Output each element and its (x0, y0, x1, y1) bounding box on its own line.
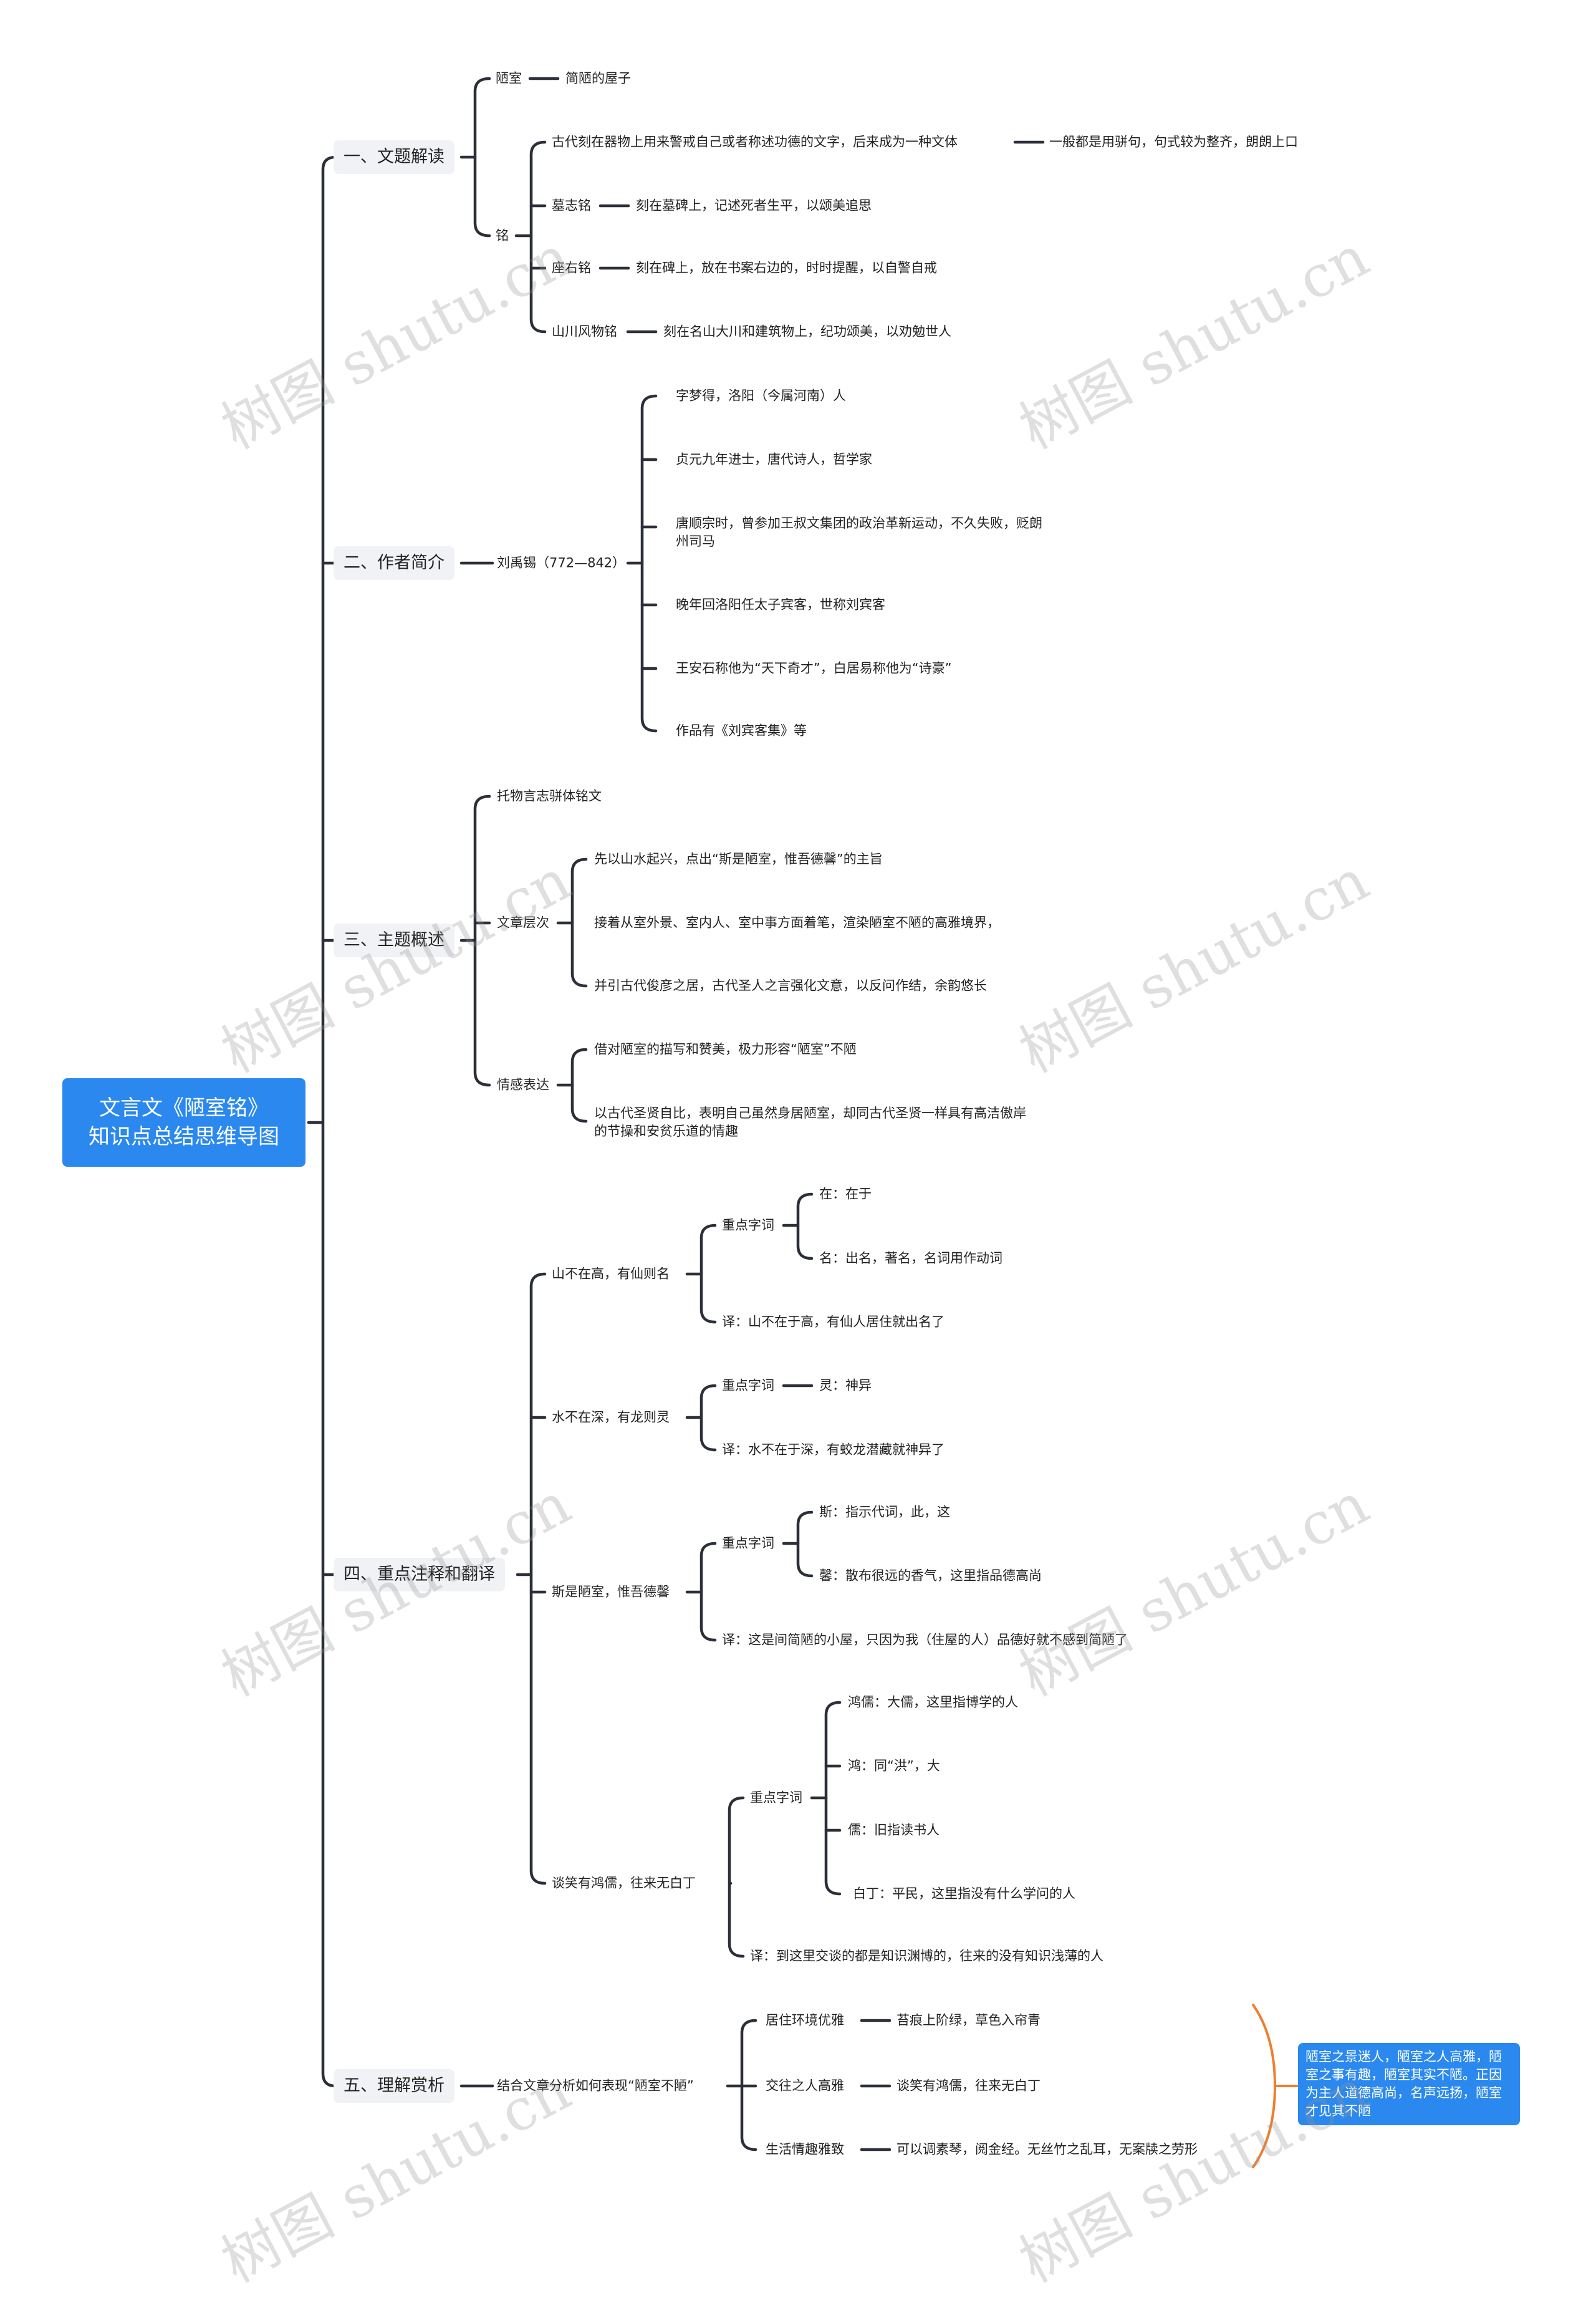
node-author-6[interactable]: 作品有《刘宾客集》等 (676, 723, 807, 738)
node-shanchuan-def[interactable]: 刻在名山大川和建筑物上，纪功颂美，以劝勉世人 (663, 324, 951, 339)
node-point-3[interactable]: 生活情趣雅致 (766, 2141, 844, 2157)
node-question[interactable]: 结合文章分析如何表现“陋室不陋” (497, 2078, 694, 2093)
node-muzhiming[interactable]: 墓志铭 (552, 198, 591, 213)
node-ming-origin-note[interactable]: 一般都是用骈句，句式较为整齐，朗朗上口 (1049, 134, 1298, 150)
root-title-line1: 文言文《陋室铭》 (99, 1096, 269, 1121)
node-genre[interactable]: 托物言志骈体铭文 (497, 788, 602, 804)
node-emotion-2[interactable]: 以古代圣贤自比，表明自己虽然身居陋室，却同古代圣贤一样具有高洁傲岸的节操和安贫乐… (594, 1106, 1026, 1139)
node-q4-word-3[interactable]: 儒：旧指读书人 (848, 1822, 940, 1838)
node-q2[interactable]: 水不在深，有龙则灵 (552, 1409, 670, 1425)
node-point-3-example[interactable]: 可以调素琴，阅金经。无丝竹之乱耳，无案牍之劳形 (897, 2141, 1198, 2157)
node-author-1[interactable]: 字梦得，洛阳（今属河南）人 (676, 388, 846, 403)
topic-title-author[interactable]: 二、作者简介 (334, 546, 454, 580)
node-ming[interactable]: 铭 (496, 228, 509, 243)
node-q1-translation[interactable]: 译：山不在于高，有仙人居住就出名了 (722, 1314, 945, 1330)
node-q4[interactable]: 谈笑有鸿儒，往来无白丁 (552, 1875, 696, 1891)
node-zuoyouming[interactable]: 座右铭 (552, 260, 591, 276)
node-author-5[interactable]: 王安石称他为“天下奇才”，白居易称他为“诗豪” (676, 660, 952, 676)
node-q4-word-1[interactable]: 鸿儒：大儒，这里指博学的人 (848, 1694, 1018, 1710)
node-q2-translation[interactable]: 译：水不在于深，有蛟龙潜藏就神异了 (722, 1442, 945, 1457)
node-zuoyouming-def[interactable]: 刻在碑上，放在书案右边的，时时提醒，以自警自戒 (636, 260, 937, 276)
node-point-1-example[interactable]: 苔痕上阶绿，草色入帘青 (897, 2012, 1041, 2028)
node-q1-key[interactable]: 重点字词 (722, 1217, 774, 1233)
node-author-3[interactable]: 唐顺宗时，曾参加王叔文集团的政治革新运动，不久失败，贬朗州司马 (676, 516, 1042, 549)
topic-title-theme[interactable]: 三、主题概述 (334, 924, 454, 957)
topic-title-interpretation[interactable]: 一、文题解读 (334, 140, 454, 174)
root-title-line2: 知识点总结思维导图 (89, 1124, 279, 1149)
node-lou-def[interactable]: 简陋的屋子 (565, 70, 631, 86)
summary-callout[interactable]: 陋室之景迷人，陋室之人高雅，陋室之事有趣，陋室其实不陋。正因为主人道德高尚，名声… (1298, 2043, 1520, 2125)
topic-title-appreciation[interactable]: 五、理解赏析 (334, 2069, 454, 2103)
root-topic[interactable]: 文言文《陋室铭》 知识点总结思维导图 (62, 1078, 305, 1167)
node-point-1[interactable]: 居住环境优雅 (766, 2012, 844, 2028)
node-q4-key[interactable]: 重点字词 (750, 1790, 802, 1805)
node-q1[interactable]: 山不在高，有仙则名 (552, 1266, 670, 1282)
node-lou[interactable]: 陋室 (496, 70, 522, 86)
node-q1-word-2[interactable]: 名：出名，著名，名词用作动词 (819, 1250, 1002, 1266)
node-q3-word-1[interactable]: 斯：指示代词，此，这 (819, 1504, 950, 1520)
node-structure-2[interactable]: 接着从室外景、室内人、室中事方面着笔，渲染陋室不陋的高雅境界， (594, 915, 1000, 930)
node-q3-key[interactable]: 重点字词 (722, 1535, 774, 1551)
node-q3-translation[interactable]: 译：这是间简陋的小屋，只因为我（住屋的人）品德好就不感到简陋了 (722, 1632, 1128, 1648)
node-q4-translation[interactable]: 译：到这里交谈的都是知识渊博的，往来的没有知识浅薄的人 (750, 1948, 1103, 1964)
node-structure-3[interactable]: 并引古代俊彦之居，古代圣人之言强化文意，以反问作结，余韵悠长 (594, 978, 987, 993)
node-author-4[interactable]: 晚年回洛阳任太子宾客，世称刘宾客 (676, 597, 885, 612)
node-point-2[interactable]: 交往之人高雅 (766, 2078, 844, 2093)
node-q1-word-1[interactable]: 在：在于 (819, 1186, 872, 1202)
node-q4-word-2[interactable]: 鸿：同“洪”，大 (848, 1758, 940, 1774)
node-q2-word-1[interactable]: 灵：神异 (819, 1378, 872, 1393)
node-q2-key[interactable]: 重点字词 (722, 1378, 774, 1393)
node-author-2[interactable]: 贞元九年进士，唐代诗人，哲学家 (676, 451, 872, 467)
connector-lines (307, 77, 1299, 2168)
node-author-name[interactable]: 刘禹锡（772—842） (497, 555, 626, 571)
node-muzhiming-def[interactable]: 刻在墓碑上，记述死者生平，以颂美追思 (636, 198, 872, 213)
node-structure[interactable]: 文章层次 (497, 915, 549, 930)
node-q4-word-4[interactable]: 白丁：平民，这里指没有什么学问的人 (853, 1886, 1075, 1901)
topic-title-annotation[interactable]: 四、重点注释和翻译 (334, 1558, 505, 1591)
node-q3-word-2[interactable]: 馨：散布很远的香气，这里指品德高尚 (819, 1568, 1042, 1583)
node-emotion[interactable]: 情感表达 (497, 1077, 549, 1093)
node-ming-origin[interactable]: 古代刻在器物上用来警戒自己或者称述功德的文字，后来成为一种文体 (552, 134, 958, 150)
node-emotion-1[interactable]: 借对陋室的描写和赞美，极力形容“陋室”不陋 (594, 1041, 857, 1057)
node-point-2-example[interactable]: 谈笑有鸿儒，往来无白丁 (897, 2078, 1041, 2093)
node-structure-1[interactable]: 先以山水起兴，点出“斯是陋室，惟吾德馨”的主旨 (594, 851, 883, 867)
node-q3[interactable]: 斯是陋室，惟吾德馨 (552, 1584, 670, 1600)
node-shanchuan[interactable]: 山川风物铭 (552, 324, 617, 339)
